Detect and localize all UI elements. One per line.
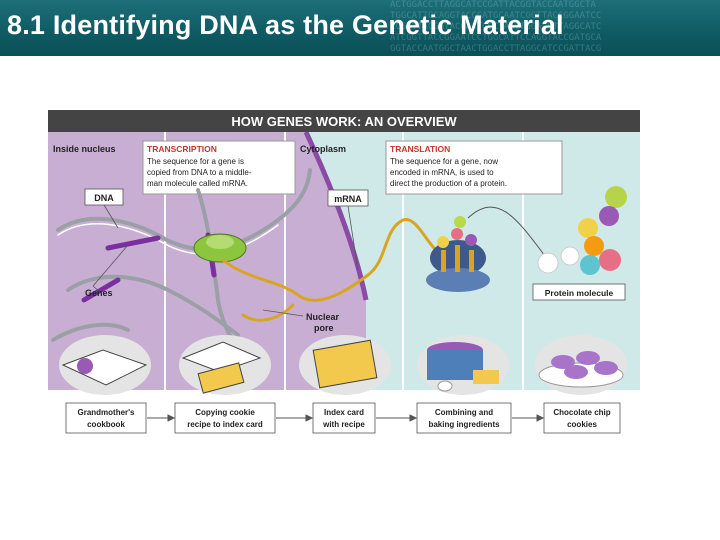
genes-label: Genes	[85, 288, 113, 298]
translation-box: TRANSLATION The sequence for a gene, now…	[385, 140, 563, 195]
translation-line-1: The sequence for a gene, now	[390, 157, 498, 166]
cytoplasm-label: Cytoplasm	[300, 144, 346, 154]
overview-figure: HOW GENES WORK: AN OVERVIEW Inside nucle…	[48, 110, 640, 440]
step-arrows	[147, 414, 545, 422]
index-card-illustration	[299, 335, 391, 395]
translation-heading: TRANSLATION	[390, 144, 450, 154]
step-2-line-2: recipe to index card	[187, 420, 263, 429]
protein-label-group: Protein molecule	[532, 283, 626, 301]
mrna-strands	[221, 218, 450, 322]
mrna-label-group: mRNA	[327, 189, 369, 271]
transcription-box: TRANSCRIPTION The sequence for a gene is…	[142, 140, 296, 195]
dna-label-group: DNA	[84, 188, 124, 229]
step-1-line-2: cookbook	[87, 420, 125, 429]
translation-line-2: encoded in mRNA, is used to	[390, 168, 494, 177]
overview-diagram: HOW GENES WORK: AN OVERVIEW Inside nucle…	[48, 110, 640, 440]
step-4-line-2: baking ingredients	[428, 420, 500, 429]
cookbook-illustration	[59, 335, 151, 395]
nuclear-pore-label-line2: pore	[314, 323, 334, 333]
step-3-line-2: with recipe	[322, 420, 365, 429]
nuclear-pore-label-group: Nuclear pore	[262, 309, 340, 333]
analogy-step-3: Index card with recipe	[312, 402, 376, 434]
protein-chain	[467, 186, 627, 275]
protein-label: Protein molecule	[545, 288, 614, 298]
cookies-illustration	[535, 335, 627, 395]
nuclear-pore-label-line1: Nuclear	[306, 312, 340, 322]
analogy-step-4: Combining and baking ingredients	[416, 402, 512, 434]
gene-segment-2	[81, 277, 121, 303]
title-bar: ACTGGACCTTAGGCATCCGATTACGGTACCAATGGCTA T…	[0, 0, 720, 56]
dna-sequence-watermark: ACTGGACCTTAGGCATCCGATTACGGTACCAATGGCTA T…	[390, 0, 602, 54]
transcription-line-2: copied from DNA to a middle-	[147, 168, 252, 177]
figure-header: HOW GENES WORK: AN OVERVIEW	[231, 114, 457, 129]
translation-line-3: direct the production of a protein.	[390, 179, 507, 188]
step-5-line-1: Chocolate chip	[553, 408, 610, 417]
dna-label: DNA	[94, 193, 114, 203]
ingredients-illustration	[417, 335, 509, 395]
nucleus-label: Inside nucleus	[53, 144, 116, 154]
transcription-heading: TRANSCRIPTION	[147, 144, 217, 154]
transcription-line-1: The sequence for a gene is	[147, 157, 244, 166]
ribosome	[426, 216, 490, 292]
nuclear-envelope	[303, 130, 369, 301]
rna-polymerase	[193, 233, 247, 263]
step-1-line-1: Grandmother's	[77, 408, 135, 417]
analogy-step-2: Copying cookie recipe to index card	[174, 402, 276, 434]
nucleus-background	[48, 132, 366, 390]
genes-label-group: Genes	[85, 244, 129, 298]
step-3-line-1: Index card	[324, 408, 364, 417]
transcription-line-3: man molecule called mRNA.	[147, 179, 248, 188]
step-2-line-1: Copying cookie	[195, 408, 255, 417]
mrna-label: mRNA	[334, 194, 362, 204]
slide-title: 8.1 Identifying DNA as the Genetic Mater…	[7, 10, 564, 40]
recipe-card-illustration	[179, 335, 271, 395]
step-5-line-2: cookies	[567, 420, 597, 429]
step-4-line-1: Combining and	[435, 408, 493, 417]
gene-segment-1	[105, 235, 161, 251]
analogy-step-5: Chocolate chip cookies	[543, 402, 621, 434]
figure-header-bar	[48, 110, 640, 132]
analogy-step-1: Grandmother's cookbook	[65, 402, 147, 434]
